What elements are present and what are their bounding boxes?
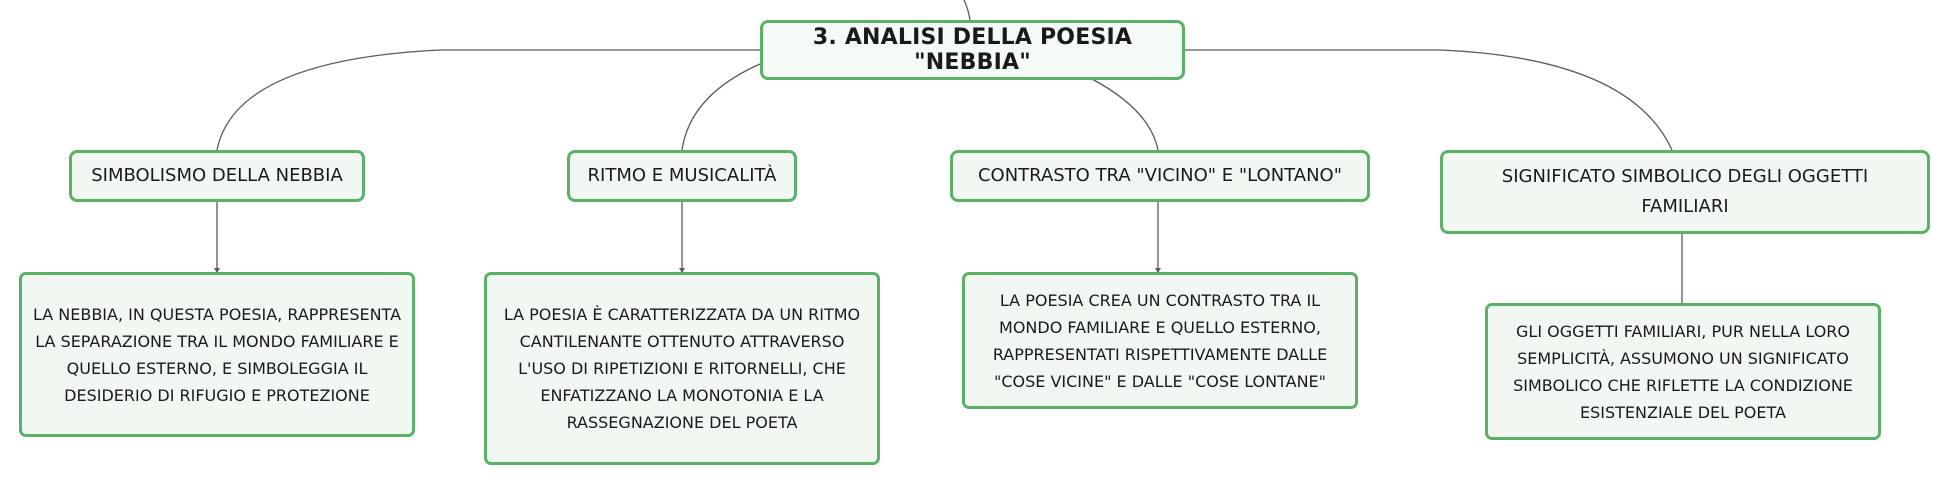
central-topic-title: 3. ANALISI DELLA POESIA "NEBBIA"	[812, 25, 1133, 75]
topic-label: SIMBOLISMO DELLA NEBBIA	[91, 165, 343, 186]
detail-node-significato[interactable]: GLI OGGETTI FAMILIARI, PUR NELLA LORO SE…	[1485, 303, 1881, 440]
detail-text: LA NEBBIA, IN QUESTA POESIA, RAPPRESENTA…	[32, 304, 402, 405]
topic-label: CONTRASTO TRA "VICINO" E "LONTANO"	[977, 165, 1343, 186]
detail-text: LA POESIA CREA UN CONTRASTO TRA IL MONDO…	[992, 290, 1328, 391]
connector-central-to-topic-1	[216, 49, 760, 151]
topic-node-ritmo[interactable]: RITMO E MUSICALITÀ	[567, 150, 797, 202]
connector-parent-to-central	[963, 0, 971, 21]
detail-text: GLI OGGETTI FAMILIARI, PUR NELLA LORO SE…	[1513, 321, 1853, 422]
central-topic-node[interactable]: 3. ANALISI DELLA POESIA "NEBBIA"	[760, 20, 1185, 80]
arrowhead-detail-1	[214, 268, 220, 273]
connector-central-to-topic-2	[681, 63, 761, 151]
arrowhead-detail-2	[679, 268, 685, 273]
detail-node-simbolismo[interactable]: LA NEBBIA, IN QUESTA POESIA, RAPPRESENTA…	[19, 272, 415, 437]
arrowhead-detail-3	[1155, 268, 1161, 273]
connector-central-to-topic-4	[1184, 49, 1673, 151]
topic-node-simbolismo[interactable]: SIMBOLISMO DELLA NEBBIA	[69, 150, 365, 202]
topic-node-significato[interactable]: SIGNIFICATO SIMBOLICO DEGLI OGGETTI FAMI…	[1440, 150, 1930, 234]
detail-node-contrasto[interactable]: LA POESIA CREA UN CONTRASTO TRA IL MONDO…	[962, 272, 1358, 409]
connector-central-to-topic-3	[1091, 78, 1159, 151]
topic-label: SIGNIFICATO SIMBOLICO DEGLI OGGETTI FAMI…	[1501, 166, 1869, 217]
detail-node-ritmo[interactable]: LA POESIA È CARATTERIZZATA DA UN RITMO C…	[484, 272, 880, 465]
detail-text: LA POESIA È CARATTERIZZATA DA UN RITMO C…	[503, 305, 861, 432]
topic-node-contrasto[interactable]: CONTRASTO TRA "VICINO" E "LONTANO"	[950, 150, 1370, 202]
topic-label: RITMO E MUSICALITÀ	[587, 165, 777, 186]
